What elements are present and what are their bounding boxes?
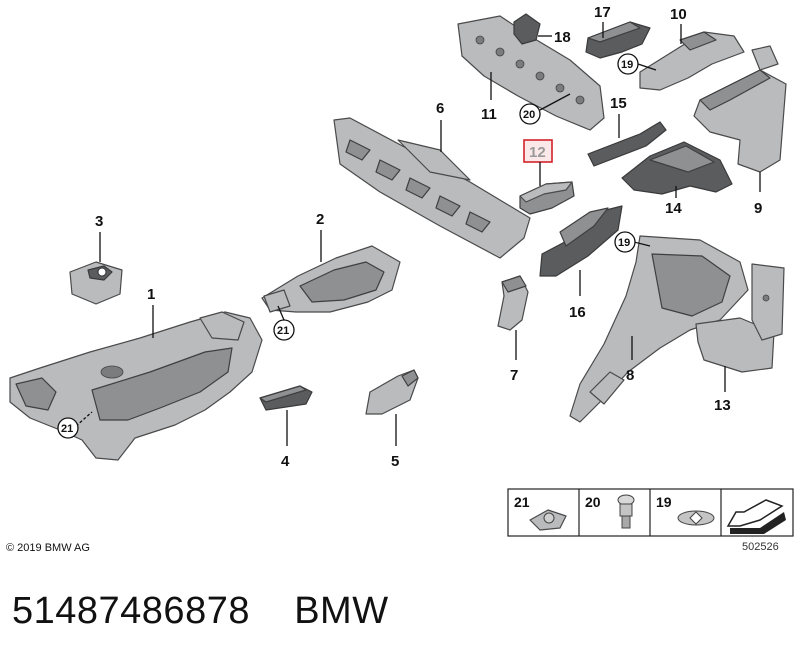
- part-10-insulation-mat: [639, 31, 745, 91]
- svg-text:14: 14: [665, 200, 682, 217]
- svg-text:21: 21: [277, 325, 289, 337]
- legend-item-19: 19: [656, 494, 715, 526]
- svg-text:4: 4: [281, 453, 290, 470]
- callout-18: 18: [538, 29, 571, 46]
- callout-15: 15: [610, 95, 627, 138]
- callout-7: 7: [510, 330, 518, 384]
- svg-text:17: 17: [594, 4, 611, 21]
- part-4-sound-insulation: [259, 385, 313, 411]
- fastener-legend: 21 20 19: [507, 488, 794, 537]
- copyright-notice: © 2019 BMW AG: [6, 542, 90, 554]
- part-9-insulation-box: [693, 45, 787, 173]
- callout-3: 3: [95, 213, 103, 262]
- svg-text:11: 11: [481, 106, 497, 123]
- legend-item-20: 20: [585, 494, 635, 529]
- callout-8: 8: [626, 336, 634, 384]
- callout-2: 2: [316, 211, 324, 262]
- fastener-badge-20: 20: [519, 93, 571, 125]
- svg-text:10: 10: [670, 6, 687, 23]
- svg-text:8: 8: [626, 367, 634, 384]
- callout-4: 4: [281, 410, 290, 470]
- callout-14: 14: [665, 186, 682, 217]
- callout-9: 9: [754, 172, 762, 217]
- part-18-foam-pad: [513, 13, 541, 45]
- callout-10: 10: [670, 6, 687, 44]
- svg-text:6: 6: [436, 100, 444, 117]
- part-8-wheel-arch-panel: [569, 235, 749, 423]
- part-17-insulation-block: [585, 21, 651, 59]
- legend-item-21: 21: [514, 494, 567, 531]
- callout-17: 17: [594, 4, 611, 38]
- svg-text:7: 7: [510, 367, 518, 384]
- part-3-insulation-block: [69, 261, 123, 305]
- fastener-badge-21-floor: 21: [57, 411, 93, 439]
- part-16-insulation-channel: [539, 205, 623, 277]
- svg-text:19: 19: [621, 59, 633, 71]
- callout-13: 13: [714, 366, 731, 414]
- part-1-floor-insulation: [9, 311, 263, 461]
- part-15-insulation-strip: [587, 121, 667, 167]
- svg-text:1: 1: [147, 286, 155, 303]
- callout-11: 11: [481, 72, 497, 123]
- push-rivet-icon: [617, 494, 635, 529]
- svg-text:9: 9: [754, 200, 762, 217]
- part-12-highlighted-insulation[interactable]: [519, 181, 575, 215]
- callout-1: 1: [147, 286, 155, 338]
- fastener-badge-21-heatshield: 21: [273, 305, 295, 341]
- part-5-insulation-piece: [365, 369, 419, 415]
- callout-5: 5: [391, 414, 399, 470]
- svg-text:2: 2: [316, 211, 324, 228]
- svg-text:13: 13: [714, 397, 731, 414]
- legend-item-arrow: [726, 499, 786, 534]
- svg-text:21: 21: [514, 494, 530, 510]
- svg-text:20: 20: [585, 494, 601, 510]
- svg-text:12: 12: [529, 144, 546, 161]
- arrow-fastener-icon: [726, 499, 786, 534]
- svg-text:19: 19: [656, 494, 672, 510]
- part-7-insulation-angle: [497, 275, 529, 331]
- svg-text:15: 15: [610, 95, 627, 112]
- callout-16: 16: [569, 270, 586, 321]
- svg-text:18: 18: [554, 29, 571, 46]
- svg-text:5: 5: [391, 453, 399, 470]
- part-13-bracket-plate: [695, 263, 785, 373]
- part-6-bulkhead-rail: [333, 117, 531, 259]
- drawing-number: 502526: [742, 541, 779, 553]
- svg-text:19: 19: [618, 237, 630, 249]
- callout-12-highlight[interactable]: 12: [523, 139, 553, 186]
- expanding-clip-icon: [677, 510, 715, 526]
- part-2-heat-shield: [261, 245, 401, 313]
- svg-text:20: 20: [523, 109, 535, 121]
- part-number-caption: 51487486878 BMW: [12, 590, 389, 632]
- svg-text:21: 21: [61, 423, 73, 435]
- fastener-badge-19-top: 19: [617, 53, 657, 75]
- svg-text:16: 16: [569, 304, 586, 321]
- part-14-insulation-mat: [621, 141, 733, 195]
- fastener-badge-19-middle: 19: [614, 231, 651, 253]
- svg-text:3: 3: [95, 213, 103, 230]
- nut-clip-icon: [529, 509, 567, 531]
- callout-6: 6: [436, 100, 444, 152]
